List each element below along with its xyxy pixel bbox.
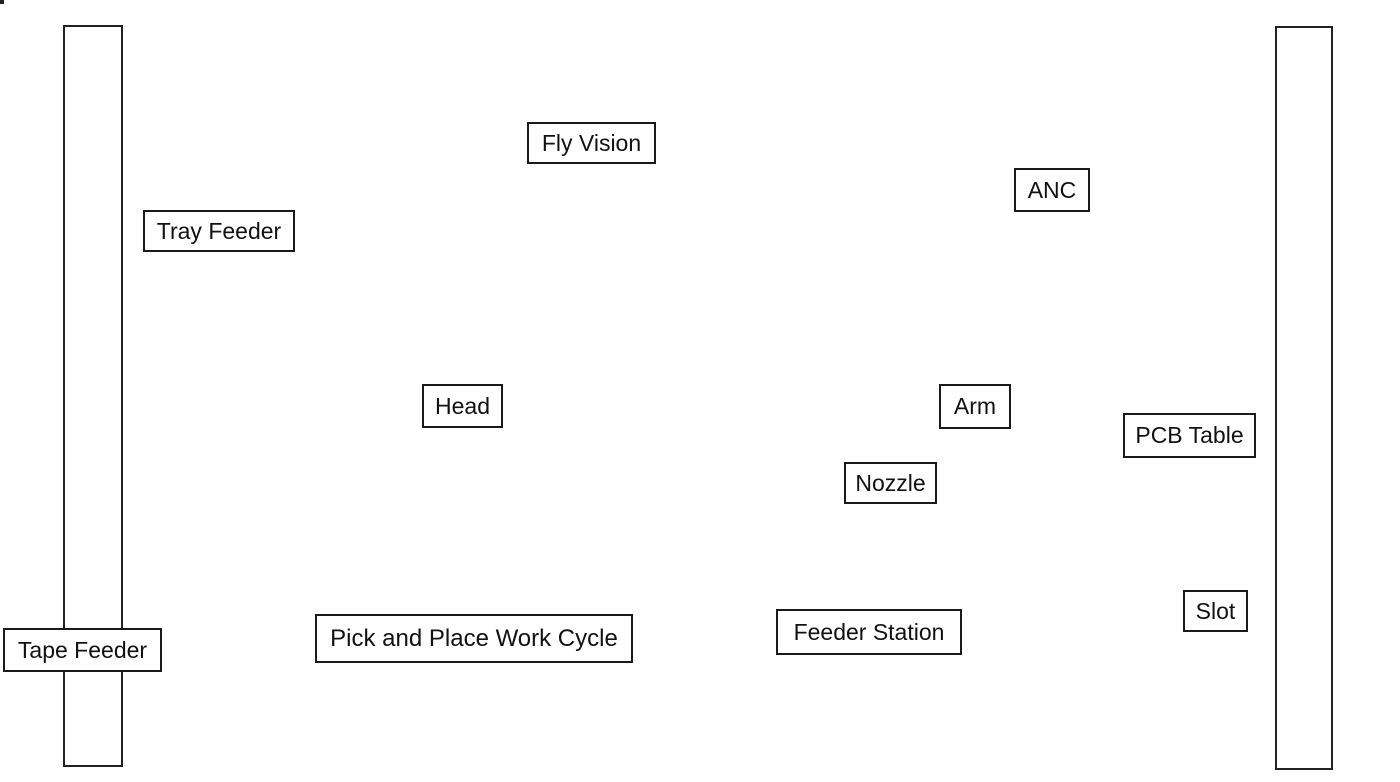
label-tray_feeder: Tray Feeder: [143, 210, 295, 252]
label-pcb_table: PCB Table: [1123, 413, 1256, 458]
tape-feeder-label-text: Tape Feeder: [17, 636, 148, 663]
label-tape_feeder: Tape Feeder: [3, 628, 162, 672]
label-nozzle: Nozzle: [844, 462, 937, 504]
fly-vision-label-text: Fly Vision: [541, 129, 642, 156]
label-anc: ANC: [1014, 168, 1090, 212]
pcb-table-label-text: PCB Table: [1135, 422, 1244, 448]
label-arm: Arm: [939, 384, 1011, 429]
label-work_cycle: Pick and Place Work Cycle: [315, 614, 633, 663]
work-cycle-label-text: Pick and Place Work Cycle: [330, 624, 618, 652]
nozzle-label-text: Nozzle: [855, 469, 926, 496]
anc-label-text: ANC: [1027, 176, 1077, 203]
right-rail: [1275, 26, 1333, 770]
label-fly_vision: Fly Vision: [527, 122, 656, 164]
feeder-station-label-text: Feeder Station: [793, 618, 945, 645]
label-head: Head: [422, 384, 503, 428]
label-slot: Slot: [1183, 590, 1248, 632]
slot-label-text: Slot: [1195, 597, 1236, 624]
arm-body: [0, 0, 4, 4]
label-feeder_station: Feeder Station: [776, 609, 962, 655]
tray-feeder-label-text: Tray Feeder: [156, 217, 282, 244]
left-rail: [63, 25, 123, 767]
head-label-text: Head: [435, 392, 490, 419]
arm-label-text: Arm: [953, 393, 997, 419]
